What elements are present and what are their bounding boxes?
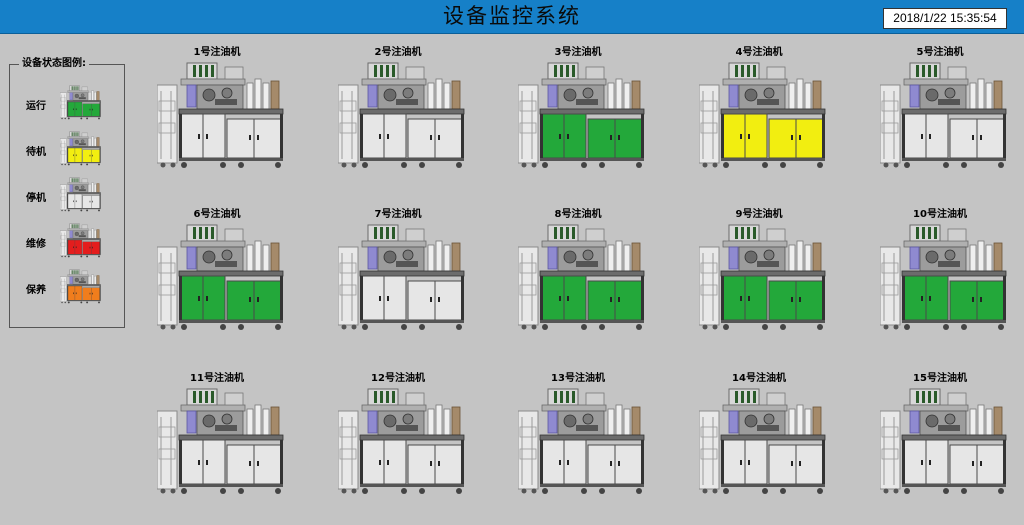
legend-label: 运行 — [26, 101, 46, 112]
machine-icon — [157, 387, 287, 499]
machine-illustration — [157, 62, 284, 168]
machine-tile-4[interactable]: 4号注油机 — [699, 47, 839, 177]
machine-tile-3[interactable]: 3号注油机 — [518, 47, 658, 177]
machine-icon — [518, 223, 648, 335]
machine-name: 1号注油机 — [193, 47, 241, 58]
machine-tile-1[interactable]: 1号注油机 — [157, 47, 297, 177]
machine-icon — [880, 387, 1010, 499]
machine-name: 10号注油机 — [913, 209, 967, 220]
machine-name: 13号注油机 — [551, 373, 605, 384]
machine-name: 2号注油机 — [374, 47, 422, 58]
machine-tile-12[interactable]: 12号注油机 — [338, 373, 478, 503]
machine-tile-7[interactable]: 7号注油机 — [338, 209, 478, 339]
machine-illustration — [880, 62, 1007, 168]
machine-illustration — [157, 388, 284, 494]
machine-name: 6号注油机 — [193, 209, 241, 220]
machine-icon — [699, 387, 829, 499]
machine-icon — [157, 61, 287, 173]
machine-name: 4号注油机 — [735, 47, 783, 58]
machine-tile-2[interactable]: 2号注油机 — [338, 47, 478, 177]
machine-tile-11[interactable]: 11号注油机 — [157, 373, 297, 503]
title-bar: 设备监控系统 2018/1/22 15:35:54 — [0, 0, 1024, 34]
machine-illustration — [699, 62, 826, 168]
machine-illustration — [518, 224, 645, 330]
machine-icon — [518, 61, 648, 173]
machine-illustration — [699, 224, 826, 330]
machine-illustration — [60, 131, 101, 166]
page-title: 设备监控系统 — [443, 4, 581, 28]
machine-tile-13[interactable]: 13号注油机 — [518, 373, 658, 503]
machine-illustration — [518, 62, 645, 168]
legend-item-stopped: 停机 — [10, 177, 124, 213]
machine-icon — [338, 387, 468, 499]
machine-icon — [699, 223, 829, 335]
legend-label: 待机 — [26, 147, 46, 158]
machine-icon — [60, 177, 102, 213]
machine-icon — [880, 223, 1010, 335]
legend-label: 保养 — [26, 285, 46, 296]
machine-illustration — [880, 388, 1007, 494]
status-legend: 运行 待机 — [9, 64, 125, 328]
legend-item-standby: 待机 — [10, 131, 124, 167]
machine-name: 8号注油机 — [554, 209, 602, 220]
machine-tile-14[interactable]: 14号注油机 — [699, 373, 839, 503]
machine-icon — [338, 223, 468, 335]
machine-name: 14号注油机 — [732, 373, 786, 384]
machine-name: 3号注油机 — [554, 47, 602, 58]
machine-tile-9[interactable]: 9号注油机 — [699, 209, 839, 339]
legend-item-running: 运行 — [10, 85, 124, 121]
machine-tile-8[interactable]: 8号注油机 — [518, 209, 658, 339]
machine-icon — [60, 85, 102, 121]
machine-illustration — [157, 224, 284, 330]
machine-illustration — [518, 388, 645, 494]
machine-icon — [60, 269, 102, 305]
machine-name: 5号注油机 — [916, 47, 964, 58]
machine-name: 7号注油机 — [374, 209, 422, 220]
machine-tile-10[interactable]: 10号注油机 — [880, 209, 1020, 339]
legend-label: 维修 — [26, 239, 46, 250]
legend-title: 设备状态图例: — [19, 57, 89, 71]
machine-illustration — [60, 85, 101, 120]
legend-item-maintain: 保养 — [10, 269, 124, 305]
machine-illustration — [60, 269, 101, 304]
machine-icon — [60, 131, 102, 167]
datetime-display: 2018/1/22 15:35:54 — [883, 8, 1007, 29]
machine-icon — [338, 61, 468, 173]
machine-name: 11号注油机 — [190, 373, 244, 384]
machine-illustration — [60, 177, 101, 212]
machine-icon — [518, 387, 648, 499]
machine-illustration — [699, 388, 826, 494]
machine-icon — [699, 61, 829, 173]
machine-name: 9号注油机 — [735, 209, 783, 220]
machine-illustration — [338, 388, 465, 494]
machine-illustration — [60, 223, 101, 258]
machine-icon — [880, 61, 1010, 173]
machine-illustration — [338, 224, 465, 330]
machine-tile-6[interactable]: 6号注油机 — [157, 209, 297, 339]
machine-illustration — [338, 62, 465, 168]
legend-label: 停机 — [26, 193, 46, 204]
machine-tile-15[interactable]: 15号注油机 — [880, 373, 1020, 503]
machine-illustration — [880, 224, 1007, 330]
machine-icon — [60, 223, 102, 259]
machine-icon — [157, 223, 287, 335]
machine-tile-5[interactable]: 5号注油机 — [880, 47, 1020, 177]
machine-name: 12号注油机 — [371, 373, 425, 384]
legend-item-repair: 维修 — [10, 223, 124, 259]
machine-name: 15号注油机 — [913, 373, 967, 384]
